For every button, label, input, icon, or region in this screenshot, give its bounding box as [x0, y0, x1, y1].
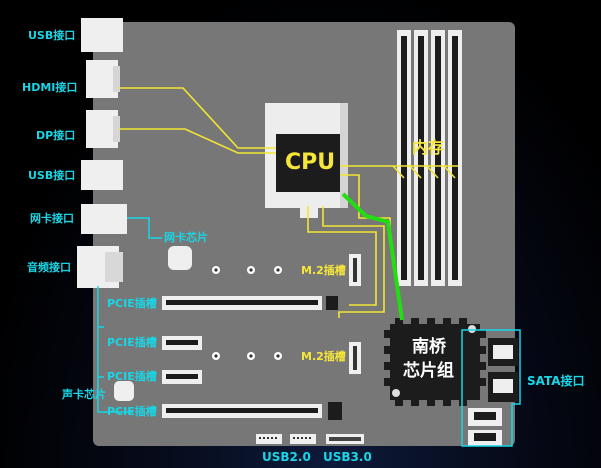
pcie-label-3: PCIE插槽: [107, 370, 157, 383]
southbridge-label-line2: 芯片组: [403, 361, 454, 381]
usb2-label: USB2.0: [262, 450, 311, 464]
sata-label: SATA接口: [527, 374, 585, 388]
cpu-label: CPU: [285, 150, 336, 175]
usb3-label: USB3.0: [323, 450, 372, 464]
nic-chip-label: 网卡芯片: [164, 231, 208, 244]
nic-chip: [168, 246, 192, 270]
nic-port: [81, 204, 127, 234]
m2-standoffs-upper: [212, 266, 282, 274]
usb-top-label: USB接口: [28, 29, 76, 42]
cpu-socket-tab: [300, 196, 318, 218]
memory-label: 内存: [412, 138, 445, 157]
dp-port-notch: [113, 116, 120, 142]
usb-port-top: [81, 18, 123, 52]
cyan-leader-lines: [97, 217, 521, 447]
cpu-chip: [276, 134, 340, 192]
cpu-socket-lever: [340, 103, 348, 208]
dp-label: DP接口: [36, 129, 76, 142]
pcie-label-4: PCIE插槽: [107, 405, 157, 418]
audio-port-ledge: [105, 252, 123, 282]
hdmi-label: HDMI接口: [22, 81, 78, 94]
usb2-header-2: [290, 434, 316, 444]
sound-chip: [114, 381, 134, 401]
nic-port-label: 网卡接口: [30, 212, 74, 225]
usb2-header-1: [256, 434, 282, 444]
yellow-leader-lines: [119, 87, 458, 318]
hdmi-port-notch: [113, 66, 120, 92]
southbridge-label-line1: 南桥: [412, 337, 446, 357]
southbridge-heatsink: [384, 318, 486, 406]
pcie-label-1: PCIE插槽: [107, 297, 157, 310]
sound-chip-label: 声卡芯片: [62, 388, 106, 401]
dp-port: [86, 110, 118, 148]
m2-label-2: M.2插槽: [301, 350, 346, 363]
green-link: [341, 192, 404, 321]
audio-port-label: 音频接口: [27, 261, 71, 274]
hdmi-port: [86, 60, 118, 98]
m2-label-1: M.2插槽: [301, 264, 346, 277]
usb3-header: [326, 434, 364, 444]
m2-standoffs-lower: [212, 352, 282, 360]
pcie-label-2: PCIE插槽: [107, 336, 157, 349]
usb-mid-label: USB接口: [28, 169, 76, 182]
usb-port-mid: [81, 160, 123, 190]
